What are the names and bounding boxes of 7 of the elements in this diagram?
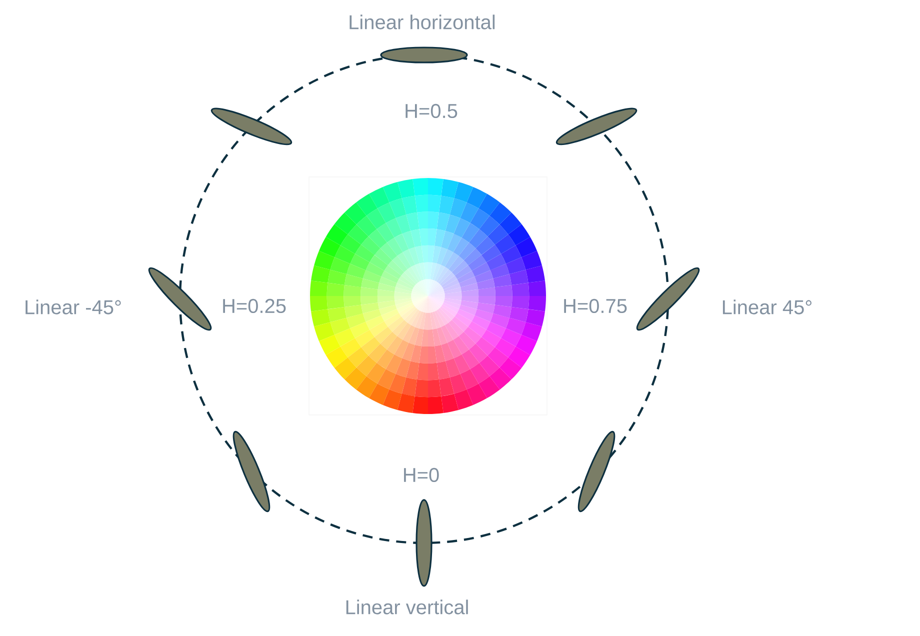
polarization-ellipse — [416, 499, 432, 587]
polarization-label: Linear -45° — [26, 300, 121, 314]
polarization-label: Linear vertical — [346, 600, 468, 614]
hue-label: H=0.5 — [406, 104, 458, 118]
polarization-label: Linear 45° — [722, 300, 812, 314]
polarization-ellipse — [380, 46, 468, 64]
polarization-label: Linear horizontal — [350, 14, 495, 30]
